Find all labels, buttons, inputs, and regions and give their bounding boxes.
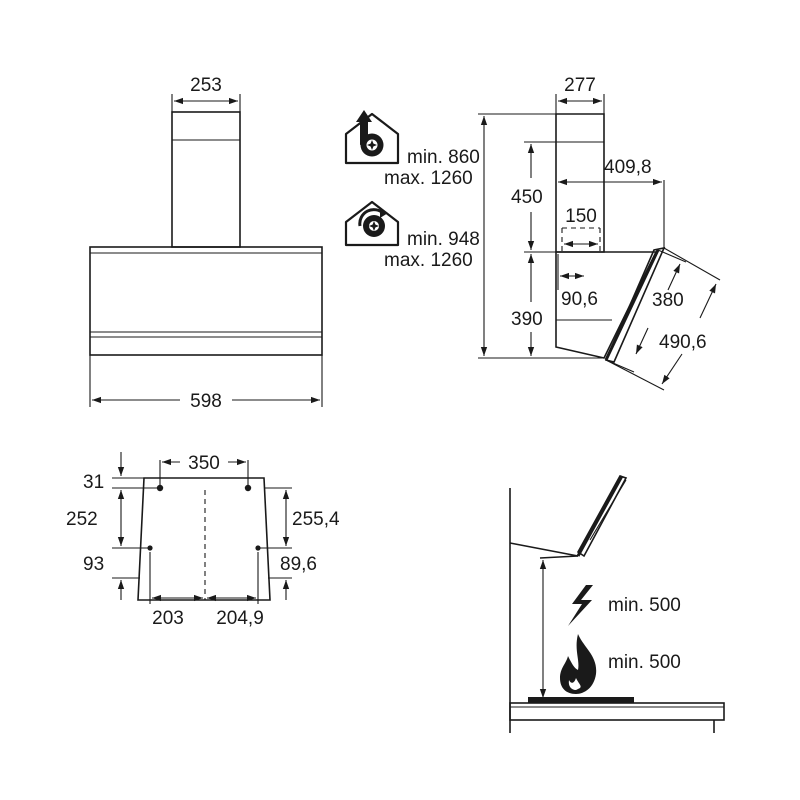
dimension-body-height: 390: [511, 254, 543, 356]
flame-icon: [560, 634, 597, 694]
dimension-glass-height: 380: [605, 249, 687, 373]
side-hood-shape: [555, 113, 666, 363]
cooktop: [509, 697, 725, 733]
dimension-hood-width: 598: [89, 355, 323, 412]
dim-label-350: 350: [188, 453, 220, 474]
recirculation-house-icon: [344, 200, 400, 247]
dim-label-31: 31: [83, 472, 104, 493]
dim-label-252: 252: [66, 509, 98, 530]
dim-label-93: 93: [83, 554, 104, 575]
extraction-max-label: max. 1260: [384, 168, 473, 189]
dimension-chimney-height: 450: [511, 141, 556, 253]
recirculation-max-label: max. 1260: [384, 250, 473, 271]
clearance-view: min. 500 min. 500: [509, 475, 725, 733]
outlet-sketch: 150: [561, 206, 601, 252]
dim-label-490-6: 490,6: [659, 332, 707, 353]
front-hood-shape: [89, 111, 323, 356]
dimension-left-stack: 31 252 93: [66, 452, 160, 600]
dimension-hole-spacing: 350: [162, 453, 246, 474]
gas-clearance-label: min. 500: [608, 652, 681, 673]
dimension-total-height: [478, 113, 604, 359]
dimension-depth: 277: [555, 75, 605, 114]
dimension-outlet-setback: 90,6: [557, 254, 598, 310]
dim-label-409-8: 409,8: [604, 157, 652, 178]
bracket-plate: [137, 460, 271, 601]
dim-label-390: 390: [511, 309, 543, 330]
dim-label-203: 203: [152, 608, 184, 629]
dimension-chimney-width: 253: [171, 75, 241, 112]
dimension-bottom-widths: 203 204,9: [149, 552, 264, 629]
extraction-house-icon: [344, 110, 400, 165]
dimension-glass-length: 490,6: [605, 247, 721, 391]
dimension-panel-offset: 409,8: [558, 157, 665, 248]
dim-label-253: 253: [190, 75, 222, 96]
front-view: 253 598: [89, 75, 323, 412]
dim-label-150: 150: [565, 206, 597, 227]
bracket-view: 350 31 252 93 255,4 89,6: [66, 452, 340, 629]
dimension-right-stack: 255,4 89,6: [258, 487, 340, 600]
dim-label-204-9: 204,9: [216, 608, 264, 629]
side-view: 150 277 450 390 409,8: [478, 75, 721, 391]
dim-label-90-6: 90,6: [561, 289, 598, 310]
electric-clearance-label: min. 500: [608, 595, 681, 616]
dim-label-380: 380: [652, 290, 684, 311]
extraction-min-label: min. 860: [407, 147, 480, 168]
dim-label-450: 450: [511, 187, 543, 208]
dim-label-598: 598: [190, 391, 222, 412]
dim-label-255-4: 255,4: [292, 509, 340, 530]
dim-label-89-6: 89,6: [280, 554, 317, 575]
lightning-icon: [568, 585, 593, 626]
clearance-wall-and-hood: [509, 475, 628, 733]
dim-label-277: 277: [564, 75, 596, 96]
recirculation-min-label: min. 948: [407, 229, 480, 250]
